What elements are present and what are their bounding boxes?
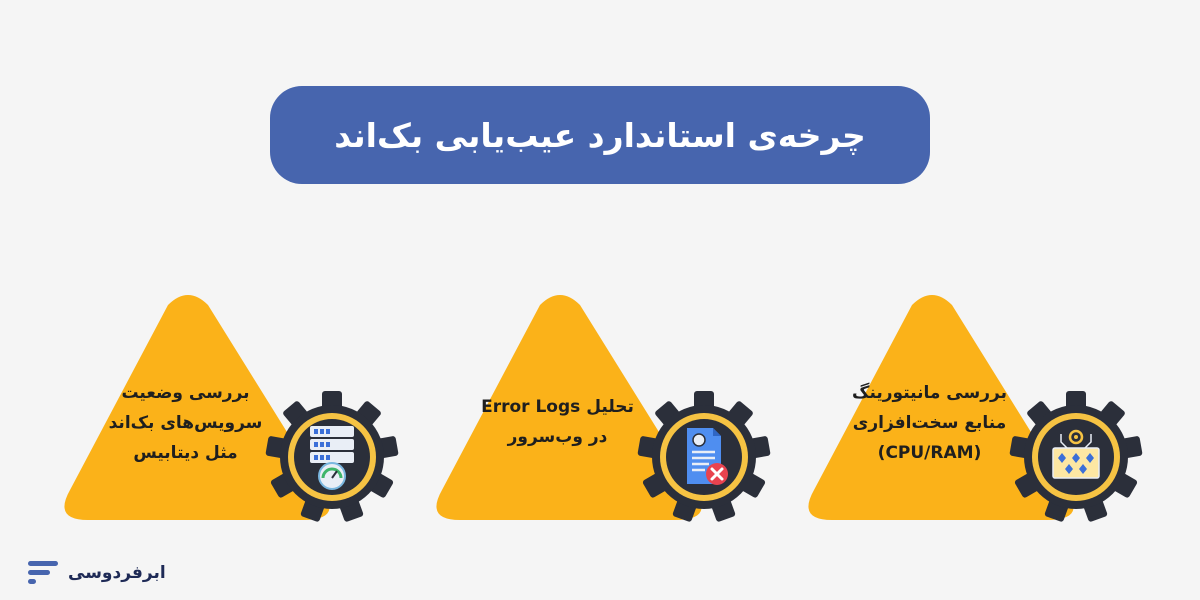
- step-card-error-logs: تحلیل Error Logs در وب‌سرور: [430, 285, 780, 535]
- gear-icon: [1009, 391, 1143, 522]
- step-label: بررسی مانیتورینگ منابع سخت‌افزاری (CPU/R…: [822, 378, 1037, 468]
- step-line: سرویس‌های بک‌اند: [108, 413, 263, 433]
- step-line: مثل دیتابیس: [133, 443, 238, 463]
- brand-name: ابرفردوسی: [68, 563, 166, 583]
- step-line: منابع سخت‌افزاری: [852, 413, 1007, 433]
- gear-icon: [637, 391, 771, 522]
- step-card-services: بررسی وضعیت سرویس‌های بک‌اند مثل دیتابیس: [58, 285, 408, 535]
- gear-icon: [265, 391, 399, 522]
- step-line: بررسی مانیتورینگ: [852, 383, 1007, 403]
- step-label: بررسی وضعیت سرویس‌های بک‌اند مثل دیتابیس: [78, 378, 293, 468]
- card-background: [64, 295, 330, 520]
- hardware-monitoring-icon: [1052, 429, 1100, 479]
- card-background: [808, 295, 1074, 520]
- step-line: (CPU/RAM): [877, 443, 982, 463]
- step-line: تحلیل Error Logs: [481, 397, 634, 417]
- step-label: تحلیل Error Logs در وب‌سرور: [450, 392, 665, 452]
- server-status-icon: [310, 426, 354, 490]
- brand-logo[interactable]: ابرفردوسی: [26, 553, 166, 593]
- brand-logo-icon: [28, 561, 58, 584]
- step-line: در وب‌سرور: [507, 427, 608, 447]
- card-background: [436, 295, 702, 520]
- step-line: بررسی وضعیت: [121, 383, 250, 403]
- error-log-document-icon: [687, 428, 728, 485]
- step-card-hardware: بررسی مانیتورینگ منابع سخت‌افزاری (CPU/R…: [802, 285, 1152, 535]
- page-title: چرخه‌ی استاندارد عیب‌یابی بک‌اند: [270, 86, 930, 184]
